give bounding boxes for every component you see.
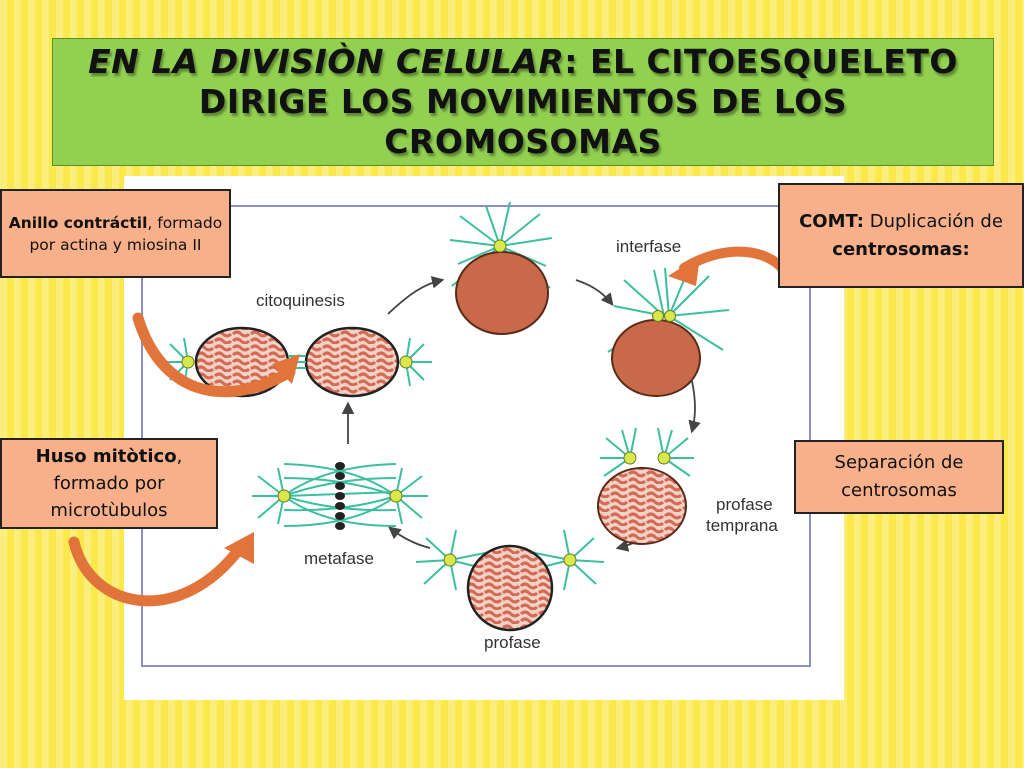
callout-anillo-text: , formado por actina y miosina II [29, 213, 223, 254]
label-profase: profase [484, 633, 541, 652]
metafase-spindle [252, 462, 428, 530]
label-interfase: interfase [616, 237, 681, 256]
callout-huso-title: Huso mitòtico [35, 446, 177, 467]
label-metafase: metafase [304, 549, 374, 568]
callout-comt-label: COMT: [799, 210, 865, 232]
cycle-arrow-interfase-duplicacion [575, 279, 614, 306]
callout-anillo-title: Anillo contráctil [8, 213, 148, 232]
slide-title-box: En la divisiòn celular: el citoesqueleto… [52, 38, 994, 166]
citoquinesis-cells [162, 326, 432, 398]
slide-title: En la divisiòn celular: el citoesqueleto… [53, 42, 993, 162]
diagram-frame [141, 205, 811, 667]
cycle-arrow-to-metafase [388, 526, 431, 549]
callout-huso-mitotico: Huso mitòtico, formado por microtùbulos [0, 438, 218, 529]
slide-title-emphasis: En la divisiòn celular [88, 42, 565, 81]
label-profase-temprana-line1: profase [716, 495, 773, 514]
label-profase-temprana-line2: temprana [706, 516, 778, 535]
label-citoquinesis: citoquinesis [256, 291, 345, 310]
callout-separacion-text: Separación de centrosomas [834, 452, 964, 501]
profase-temprana-cell [597, 427, 694, 545]
slide-title-rest: : el citoesqueleto dirige los movimiento… [198, 42, 958, 161]
profase-cell [415, 529, 605, 632]
callout-huso-text: , formado por microtùbulos [50, 446, 183, 521]
callout-comt-text: Duplicación de [864, 210, 1003, 232]
callout-comt-centrosomas: centrosomas: [832, 238, 970, 260]
cell-cycle-diagram: interfase citoquinesis profase temprana … [124, 176, 844, 700]
interfase-cell [449, 201, 553, 335]
cycle-arrow-to-profase-temprana [688, 380, 701, 434]
duplicated-centrosome-cell [607, 267, 730, 397]
cell-cycle-svg: interfase citoquinesis profase temprana … [141, 201, 811, 667]
cycle-arrow-citoquinesis-interfase [387, 276, 445, 315]
callout-comt: COMT: Duplicación de centrosomas: [778, 183, 1024, 288]
callout-separacion-centrosomas: Separación de centrosomas [794, 440, 1004, 514]
callout-anillo-contractil: Anillo contráctil, formado por actina y … [0, 189, 231, 278]
